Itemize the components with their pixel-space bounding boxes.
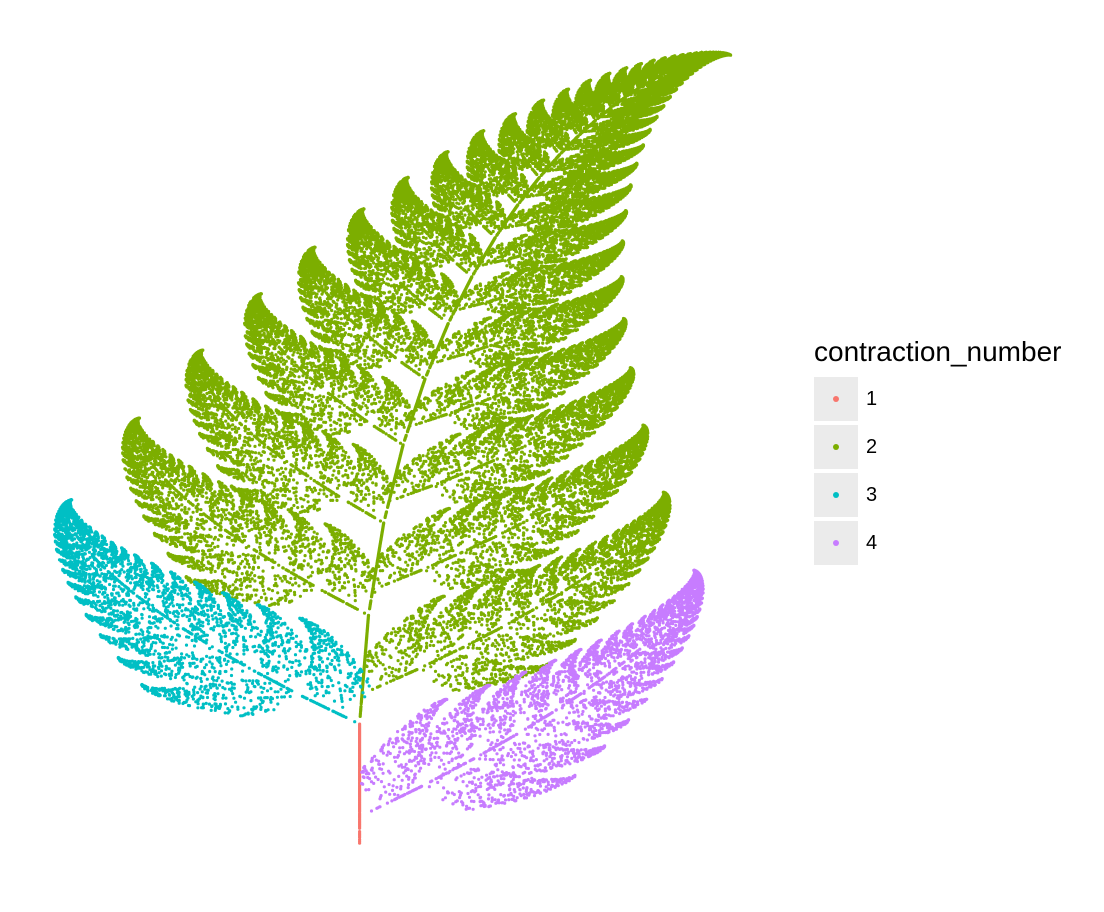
legend-key bbox=[814, 473, 858, 517]
series-3-points bbox=[53, 498, 371, 724]
legend-dot bbox=[833, 396, 839, 402]
legend-item-1: 1 bbox=[814, 376, 1061, 422]
legend-item-3: 3 bbox=[814, 472, 1061, 518]
legend-key bbox=[814, 521, 858, 565]
series-4-points bbox=[360, 568, 705, 813]
series-1-points bbox=[358, 722, 362, 845]
legend-title: contraction_number bbox=[814, 336, 1062, 367]
legend-key bbox=[814, 377, 858, 421]
data-points-layer bbox=[53, 50, 733, 845]
legend-item-2: 2 bbox=[814, 424, 1061, 470]
legend-dot bbox=[833, 492, 839, 498]
legend-item-4: 4 bbox=[814, 520, 1061, 566]
legend-label: 3 bbox=[866, 483, 878, 506]
legend-dot bbox=[833, 444, 839, 450]
legend: contraction_number 1 2 3 4 bbox=[814, 336, 1061, 568]
legend-label: 4 bbox=[866, 531, 878, 554]
series-2-points bbox=[120, 50, 733, 719]
fern-scatter-plot bbox=[53, 50, 733, 845]
legend-label: 1 bbox=[866, 387, 878, 410]
legend-key bbox=[814, 425, 858, 469]
legend-label: 2 bbox=[866, 435, 878, 458]
legend-dot bbox=[833, 540, 839, 546]
